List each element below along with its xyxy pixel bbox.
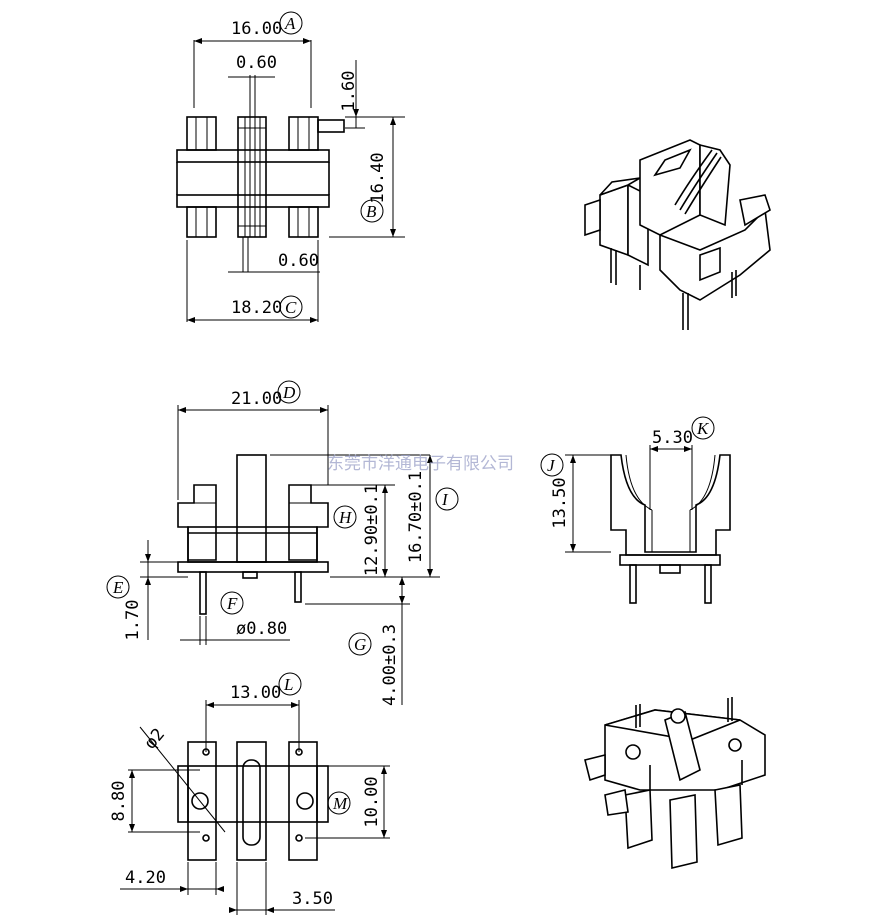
dim-L-tag: L: [283, 675, 293, 694]
dim-I-tag: I: [441, 490, 449, 509]
dim-E-tag: E: [112, 578, 124, 597]
dim-L-value: 13.00: [230, 683, 281, 703]
dim-bottom-height: 8.80: [109, 781, 129, 822]
side-view-dimensions: 5.30 K 13.50 J: [540, 416, 715, 553]
dim-I-value: 16.70±0.1: [406, 471, 426, 563]
dim-J-tag: J: [547, 456, 556, 475]
bottom-view-dimensions: 13.00 L φ2 8.80 10.00 M 4.20 3.50: [109, 672, 390, 915]
dim-B-tag: B: [366, 202, 377, 221]
dim-D-value: 21.00: [231, 389, 282, 409]
dim-H-tag: H: [338, 508, 353, 527]
dim-D-tag: D: [282, 383, 296, 402]
dim-H-value: 12.90±0.1: [362, 484, 382, 576]
dim-A-value: 16.00: [231, 19, 282, 39]
dim-B-value: 16.40: [368, 152, 388, 203]
isometric-view-bottom: [584, 697, 766, 870]
dim-bottom-offset: 4.20: [125, 868, 166, 888]
front-view-dimensions: 21.00 D 12.90±0.1 H 16.70±0.1 I 1.70 E ø…: [106, 380, 459, 706]
dim-phi2: φ2: [141, 725, 169, 754]
dim-top-pin-gap: 0.60: [236, 53, 277, 73]
dim-A-tag: A: [284, 14, 296, 33]
dim-F-tag: F: [226, 594, 238, 613]
watermark: 东莞市洋通电子有限公司: [327, 454, 514, 474]
dim-E-value: 1.70: [123, 600, 143, 641]
dim-M-value: 10.00: [362, 776, 382, 827]
dim-bottom-width: 3.50: [292, 889, 333, 909]
bottom-view: [177, 741, 329, 861]
dim-K-tag: K: [696, 419, 710, 438]
front-view: [177, 454, 329, 615]
dim-top-offset: 1.60: [339, 71, 359, 112]
dim-bottom-pin-gap: 0.60: [278, 251, 319, 271]
dim-K-value: 5.30: [652, 428, 693, 448]
isometric-view-top: [584, 139, 771, 330]
side-view: [610, 454, 731, 604]
top-view-dimensions: 16.00 A 0.60 1.60 16.40 B 0.60 18.20 C: [186, 11, 405, 323]
dim-C-tag: C: [285, 298, 297, 317]
top-view: [176, 75, 345, 272]
dim-F-value: ø0.80: [236, 619, 287, 639]
dim-G-tag: G: [354, 635, 366, 654]
dim-G-value: 4.00±0.3: [380, 624, 400, 706]
dim-M-tag: M: [332, 794, 348, 813]
dim-J-value: 13.50: [550, 477, 570, 528]
dim-C-value: 18.20: [231, 298, 282, 318]
